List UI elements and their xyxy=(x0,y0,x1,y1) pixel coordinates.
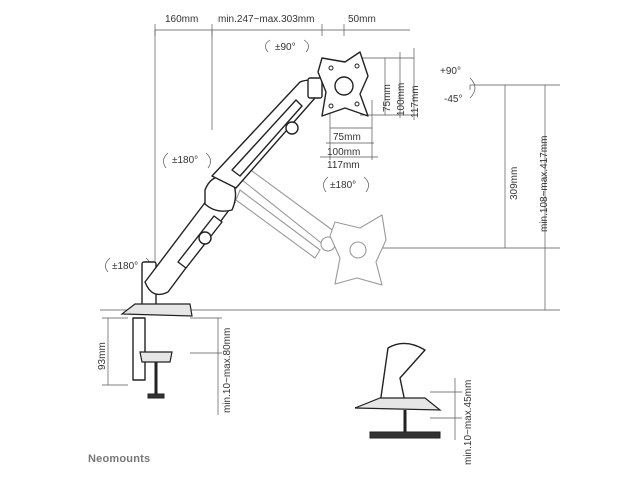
grommet-pole xyxy=(379,342,426,405)
vesa-plate xyxy=(317,51,369,117)
label-grommet-range: min.10~max.45mm xyxy=(463,380,474,465)
label-height-range: min.108~max.417mm xyxy=(539,136,550,232)
rotation-elbow: ±180° xyxy=(163,152,211,169)
rotation-head-swivel: ±180° xyxy=(323,176,369,193)
grommet-base-plate xyxy=(354,397,442,411)
rotation-tilt: +90° -45° xyxy=(440,66,476,105)
label-vesa-v-75: 75mm xyxy=(382,84,393,112)
arm-lowered-position xyxy=(231,167,387,286)
label-tilt-up: +90° xyxy=(440,66,461,77)
label-vesa-h-100: 100mm xyxy=(327,147,360,158)
rotate-arrow-icon xyxy=(323,176,329,193)
clamp-body xyxy=(132,317,146,381)
head-joint xyxy=(307,77,323,99)
label-clamp-height: 93mm xyxy=(97,342,108,370)
rotate-arrow-icon xyxy=(163,152,169,169)
svg-text:±90°: ±90° xyxy=(275,42,296,53)
svg-text:±180°: ±180° xyxy=(112,261,138,272)
tilt-arrow-icon xyxy=(469,77,476,99)
svg-text:±180°: ±180° xyxy=(172,155,198,166)
label-base-offset: 160mm xyxy=(165,14,198,25)
rotate-arrow-icon xyxy=(105,257,111,273)
brand-logo: Neomounts xyxy=(88,453,150,465)
label-vesa-v-117: 117mm xyxy=(410,85,421,118)
label-height-travel: 309mm xyxy=(509,167,520,200)
label-arm-reach: min.247~max.303mm xyxy=(218,14,314,25)
rotation-swivel-top: ±90° xyxy=(265,39,309,53)
label-head-depth: 50mm xyxy=(348,14,376,25)
label-vesa-v-100: 100mm xyxy=(396,83,407,116)
svg-text:±180°: ±180° xyxy=(330,180,356,191)
desk-clamp xyxy=(120,303,193,399)
rotate-arrow-icon xyxy=(265,39,271,53)
label-tilt-down: -45° xyxy=(444,94,462,105)
label-vesa-h-75: 75mm xyxy=(333,132,361,143)
vesa-plate-lowered xyxy=(329,214,387,286)
label-desk-clamp-range: min.10~max.80mm xyxy=(222,328,233,413)
label-vesa-h-117: 117mm xyxy=(327,160,360,171)
grommet-mount xyxy=(354,342,442,439)
clamp-base-plate xyxy=(120,303,193,317)
dimension-lines xyxy=(100,24,560,440)
monitor-arm xyxy=(141,51,369,309)
